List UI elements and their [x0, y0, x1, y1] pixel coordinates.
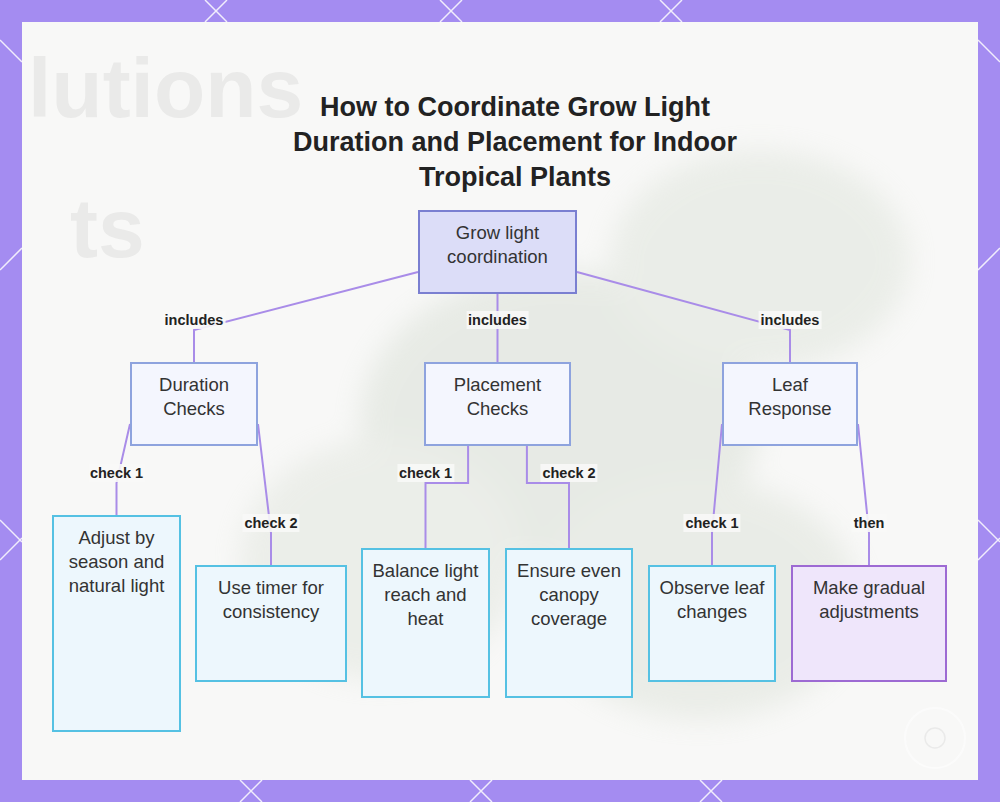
category-box: Placement Checks [424, 362, 571, 446]
connector-line [712, 424, 722, 565]
action-box: Make gradual adjustments [791, 565, 947, 682]
check-box: Use timer for consistency [195, 565, 347, 682]
check-box: Observe leaf changes [648, 565, 776, 682]
node-label: Use timer for consistency [203, 576, 339, 624]
connector-line [194, 272, 418, 362]
node-label: Leaf Response [730, 373, 850, 421]
edge-label: includes [466, 311, 529, 329]
edge-label: check 2 [540, 464, 597, 482]
category-box: Duration Checks [130, 362, 258, 446]
corner-logo [905, 708, 965, 768]
check-box: Adjust by season and natural light [52, 515, 181, 732]
node-label: Make gradual adjustments [799, 576, 939, 624]
node-label: Ensure even canopy coverage [513, 559, 625, 631]
edge-label: includes [759, 311, 822, 329]
node-label: Placement Checks [432, 373, 563, 421]
edge-label: check 2 [242, 514, 299, 532]
diagram-title: How to Coordinate Grow Light Duration an… [268, 90, 762, 195]
node-label: Observe leaf changes [656, 576, 768, 624]
watermark-text: ts [70, 186, 145, 270]
node-label: Adjust by season and natural light [60, 526, 173, 598]
watermark-text: lutions [28, 46, 303, 130]
category-box: Leaf Response [722, 362, 858, 446]
node-label: Balance light reach and heat [369, 559, 482, 631]
connector-line [258, 424, 271, 565]
edge-label: check 1 [683, 514, 740, 532]
check-box: Ensure even canopy coverage [505, 548, 633, 698]
edge-label: then [852, 514, 887, 532]
connector-line [527, 446, 569, 548]
edge-label: check 1 [397, 464, 454, 482]
connector-line [858, 424, 869, 565]
edge-label: check 1 [88, 464, 145, 482]
root-box: Grow light coordination [418, 210, 577, 294]
check-box: Balance light reach and heat [361, 548, 490, 698]
node-label: Grow light coordination [426, 221, 569, 269]
edge-label: includes [163, 311, 226, 329]
node-label: Duration Checks [138, 373, 250, 421]
connector-line [426, 446, 469, 548]
